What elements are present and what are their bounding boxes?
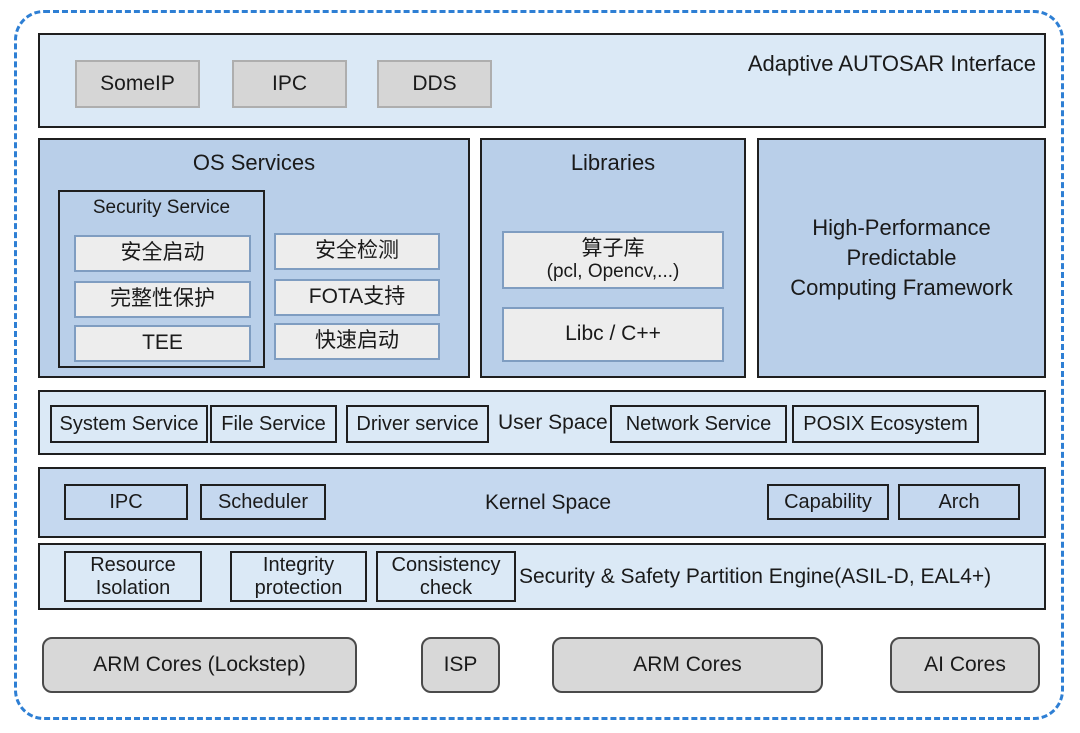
tee-chip: TEE bbox=[74, 325, 251, 362]
file-service-chip: File Service bbox=[210, 405, 337, 443]
capability-chip: Capability bbox=[767, 484, 889, 520]
kernel-space-row: IPC Scheduler Kernel Space Capability Ar… bbox=[38, 467, 1046, 538]
resource-isolation-line2: Isolation bbox=[95, 576, 171, 599]
user-space-row: System Service File Service Driver servi… bbox=[38, 390, 1046, 455]
capability-label: Capability bbox=[784, 490, 872, 513]
adaptive-autosar-interface-bar: SomeIP IPC DDS Adaptive AUTOSAR Interfac… bbox=[38, 33, 1046, 128]
network-service-chip: Network Service bbox=[610, 405, 787, 443]
middle-tier: OS Services Security Service 安全启动 完整性保护 … bbox=[38, 138, 1046, 378]
tee-label: TEE bbox=[142, 331, 183, 355]
scheduler-chip: Scheduler bbox=[200, 484, 326, 520]
fota-support-chip: FOTA支持 bbox=[274, 279, 440, 316]
integrity-protection-line1: Integrity bbox=[262, 554, 335, 577]
integrity-protection-chip: 完整性保护 bbox=[74, 281, 251, 318]
operator-library-chip: 算子库 (pcl, Opencv,...) bbox=[502, 231, 724, 289]
someip-chip: SomeIP bbox=[75, 60, 200, 108]
security-service-title: Security Service bbox=[92, 197, 231, 218]
user-space-label: User Space bbox=[498, 411, 608, 434]
resource-isolation-line1: Resource bbox=[90, 554, 176, 577]
os-services-title: OS Services bbox=[192, 150, 316, 175]
libraries-title: Libraries bbox=[570, 150, 656, 175]
operator-library-sublabel: (pcl, Opencv,...) bbox=[546, 261, 680, 283]
kernel-ipc-label: IPC bbox=[109, 490, 143, 513]
arm-cores-label: ARM Cores bbox=[633, 653, 742, 676]
ai-cores-label: AI Cores bbox=[924, 653, 1006, 676]
consistency-check-line1: Consistency bbox=[391, 554, 501, 577]
kernel-ipc-chip: IPC bbox=[64, 484, 188, 520]
driver-service-label: Driver service bbox=[356, 412, 479, 435]
fast-boot-label: 快速启动 bbox=[315, 329, 399, 353]
posix-ecosystem-chip: POSIX Ecosystem bbox=[792, 405, 979, 443]
libc-chip: Libc / C++ bbox=[502, 307, 724, 362]
partition-engine-label: Security & Safety Partition Engine(ASIL-… bbox=[519, 565, 992, 588]
top-bar-title: Adaptive AUTOSAR Interface bbox=[747, 51, 1036, 76]
ipc-label: IPC bbox=[271, 72, 307, 95]
security-detection-chip: 安全检测 bbox=[274, 233, 440, 270]
hpcf-line3: Computing Framework bbox=[790, 274, 1013, 300]
integrity-protection-line2: protection bbox=[254, 576, 343, 599]
hpcf-title: High-Performance Predictable Computing F… bbox=[790, 213, 1013, 302]
driver-service-chip: Driver service bbox=[346, 405, 489, 443]
hpcf-line1: High-Performance bbox=[812, 215, 991, 241]
secure-boot-label: 安全启动 bbox=[120, 241, 205, 265]
secure-boot-chip: 安全启动 bbox=[74, 235, 251, 272]
ipc-chip: IPC bbox=[232, 60, 347, 108]
hpcf-box: High-Performance Predictable Computing F… bbox=[757, 138, 1046, 378]
someip-label: SomeIP bbox=[100, 72, 175, 95]
isp-label: ISP bbox=[443, 653, 478, 676]
integrity-protection-row-chip: Integrity protection bbox=[230, 551, 367, 602]
dds-chip: DDS bbox=[377, 60, 492, 108]
resource-isolation-chip: Resource Isolation bbox=[64, 551, 202, 602]
scheduler-label: Scheduler bbox=[217, 490, 309, 513]
dashed-outer-border bbox=[14, 10, 1064, 720]
security-detection-label: 安全检测 bbox=[315, 239, 399, 263]
arch-chip: Arch bbox=[898, 484, 1020, 520]
dds-label: DDS bbox=[412, 72, 457, 95]
security-service-box: Security Service 安全启动 完整性保护 TEE bbox=[58, 190, 265, 368]
file-service-label: File Service bbox=[221, 412, 326, 435]
libc-label: Libc / C++ bbox=[565, 322, 661, 346]
integrity-protection-label: 完整性保护 bbox=[110, 287, 215, 311]
ai-cores-chip: AI Cores bbox=[890, 637, 1040, 693]
hpcf-line2: Predictable bbox=[846, 245, 957, 271]
operator-library-label: 算子库 bbox=[581, 237, 645, 260]
consistency-check-chip: Consistency check bbox=[376, 551, 516, 602]
os-services-box: OS Services Security Service 安全启动 完整性保护 … bbox=[38, 138, 470, 378]
arch-label: Arch bbox=[938, 490, 980, 513]
consistency-check-line2: check bbox=[419, 576, 473, 599]
kernel-space-label: Kernel Space bbox=[485, 491, 612, 514]
isp-chip: ISP bbox=[421, 637, 500, 693]
arm-cores-lockstep-chip: ARM Cores (Lockstep) bbox=[42, 637, 357, 693]
hardware-row: ARM Cores (Lockstep) ISP ARM Cores AI Co… bbox=[38, 637, 1046, 693]
libraries-box: Libraries 算子库 (pcl, Opencv,...) Libc / C… bbox=[480, 138, 746, 378]
arm-cores-chip: ARM Cores bbox=[552, 637, 823, 693]
posix-ecosystem-label: POSIX Ecosystem bbox=[803, 412, 968, 435]
fast-boot-chip: 快速启动 bbox=[274, 323, 440, 360]
system-service-label: System Service bbox=[59, 412, 199, 435]
arm-cores-lockstep-label: ARM Cores (Lockstep) bbox=[93, 653, 306, 676]
partition-engine-row: Resource Isolation Integrity protection … bbox=[38, 543, 1046, 610]
fota-support-label: FOTA支持 bbox=[308, 285, 406, 309]
system-service-chip: System Service bbox=[50, 405, 208, 443]
network-service-label: Network Service bbox=[625, 412, 772, 435]
